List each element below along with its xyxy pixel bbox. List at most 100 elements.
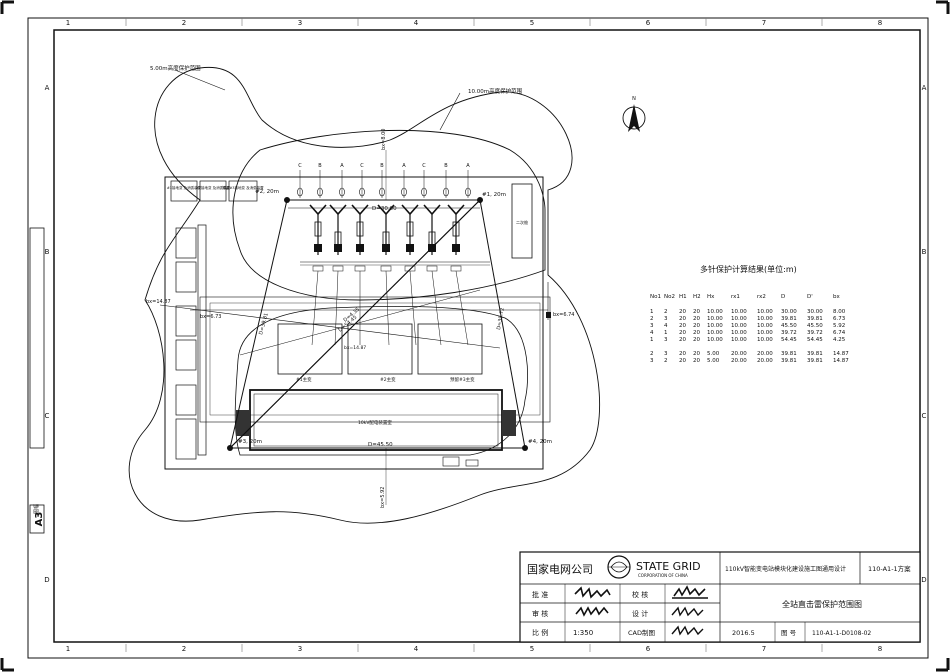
approve-label: 批 准: [532, 590, 548, 599]
results-cell: 39.72: [807, 330, 823, 336]
grid-row-label: B: [45, 248, 50, 256]
drawing-date: 2016.5: [732, 629, 755, 637]
label-bx-bottom: bx=5.92: [380, 487, 386, 508]
results-cell: 20: [693, 309, 700, 315]
results-cell: 10.00: [707, 316, 723, 322]
results-cell: 30.00: [807, 309, 823, 315]
cad-label: CAD制图: [628, 628, 655, 637]
results-cell: 54.45: [781, 337, 797, 343]
review-label: 审 核: [532, 609, 548, 618]
results-cell: 20: [679, 323, 686, 329]
sheet-size-tab: A3 图幅: [29, 227, 45, 534]
bay-equipment: [377, 204, 395, 346]
company-en: STATE GRID: [636, 560, 701, 573]
results-cell: 45.50: [807, 323, 823, 329]
results-cell: 20.00: [757, 358, 773, 364]
results-cell: 20.00: [731, 358, 747, 364]
protection-range-10m: [232, 129, 546, 301]
results-header-cell: bx: [833, 294, 840, 300]
signature-review: [575, 606, 609, 617]
results-cell: 2: [664, 358, 668, 364]
label-d-top: D=30.00: [372, 206, 397, 212]
results-cell: 20: [679, 337, 686, 343]
rod-2: [284, 197, 290, 203]
site-plan: 5.00m高度保护范围 10.00m高度保护范围 N #1接地变 及消弧装置 #…: [128, 64, 646, 524]
north-label: N: [632, 96, 636, 102]
results-header-cell: rx1: [731, 294, 740, 300]
signature-approve: [574, 586, 611, 599]
bay: A: [465, 163, 471, 198]
results-cell: 3: [664, 337, 668, 343]
company-name: 国家电网公司: [527, 562, 593, 576]
secondary-cabin: [511, 183, 533, 259]
transformer-1: [277, 323, 343, 375]
signature-cad: [671, 625, 704, 636]
results-cell: 5.00: [707, 358, 720, 364]
signature-check: [672, 585, 708, 599]
results-cell: 2: [650, 351, 654, 357]
stair-left: [236, 410, 250, 436]
transformer-1-label: #1主变: [296, 376, 312, 383]
label-range-5m: 5.00m高度保护范围: [150, 64, 201, 72]
results-cell: 10.00: [731, 316, 747, 322]
results-cell: 3: [650, 323, 654, 329]
scheme-no: 110-A1-1方案: [868, 564, 911, 573]
results-cell: 10.00: [731, 323, 747, 329]
results-cell: 20: [679, 330, 686, 336]
results-cell: 39.81: [807, 358, 823, 364]
results-cell: 6.73: [833, 316, 846, 322]
label-bx-top: bx=8.00: [381, 129, 387, 150]
results-cell: 3: [650, 358, 654, 364]
results-cell: 10.00: [707, 337, 723, 343]
results-cell: 4: [664, 323, 668, 329]
drawing-no: 110-A1-1-D0108-02: [812, 630, 871, 637]
phase-label: A: [466, 163, 470, 169]
label-bx-inner: bx=6.73: [200, 314, 221, 320]
results-cell: 4.25: [833, 337, 846, 343]
grid-col-label: 8: [878, 19, 882, 27]
grid-row-label: C: [45, 412, 50, 420]
protection-range-5m: [128, 66, 601, 524]
results-cell: 39.81: [781, 316, 797, 322]
bay-equipment: [329, 204, 347, 346]
bay-equipment: [351, 204, 369, 345]
inner-road: [199, 296, 551, 423]
outer-frame: [27, 17, 929, 659]
results-header-cell: D': [807, 294, 813, 300]
results-cell: 1: [664, 330, 668, 336]
grid-row-label: D: [44, 576, 49, 584]
north-arrow: N: [622, 96, 646, 132]
results-cell: 10.00: [757, 309, 773, 315]
results-cell: 10.00: [731, 309, 747, 315]
inner-road-edge: [209, 302, 541, 416]
rod-3-label: #3, 20m: [238, 439, 262, 445]
cabin-1-label: #1接地变 及消弧装置: [167, 185, 202, 190]
grid-col-label: 7: [762, 645, 766, 653]
results-cell: 2: [650, 316, 654, 322]
results-cell: 4: [650, 330, 654, 336]
rod-2-label: #2, 20m: [255, 189, 279, 195]
results-cell: 2: [664, 309, 668, 315]
signature-design: [671, 606, 704, 617]
grid-row-label: B: [922, 248, 927, 256]
sheet-size-label: 图幅: [33, 504, 40, 514]
protection-range-inner: [234, 305, 529, 456]
bay: C: [297, 163, 303, 198]
results-header-cell: D: [781, 294, 785, 300]
label-bx-left: bx=14.87: [146, 299, 171, 305]
inner-frame: [53, 29, 921, 643]
results-cell: 6.74: [833, 330, 846, 336]
results-cell: 10.00: [731, 337, 747, 343]
phase-label: C: [298, 163, 302, 169]
results-cell: 10.00: [731, 330, 747, 336]
design-label: 设 计: [632, 609, 648, 618]
results-cell: 20: [679, 316, 686, 322]
phase-label: A: [340, 163, 344, 169]
cabin-3-label: 预留#3接地变 及消弧装置: [222, 185, 264, 190]
